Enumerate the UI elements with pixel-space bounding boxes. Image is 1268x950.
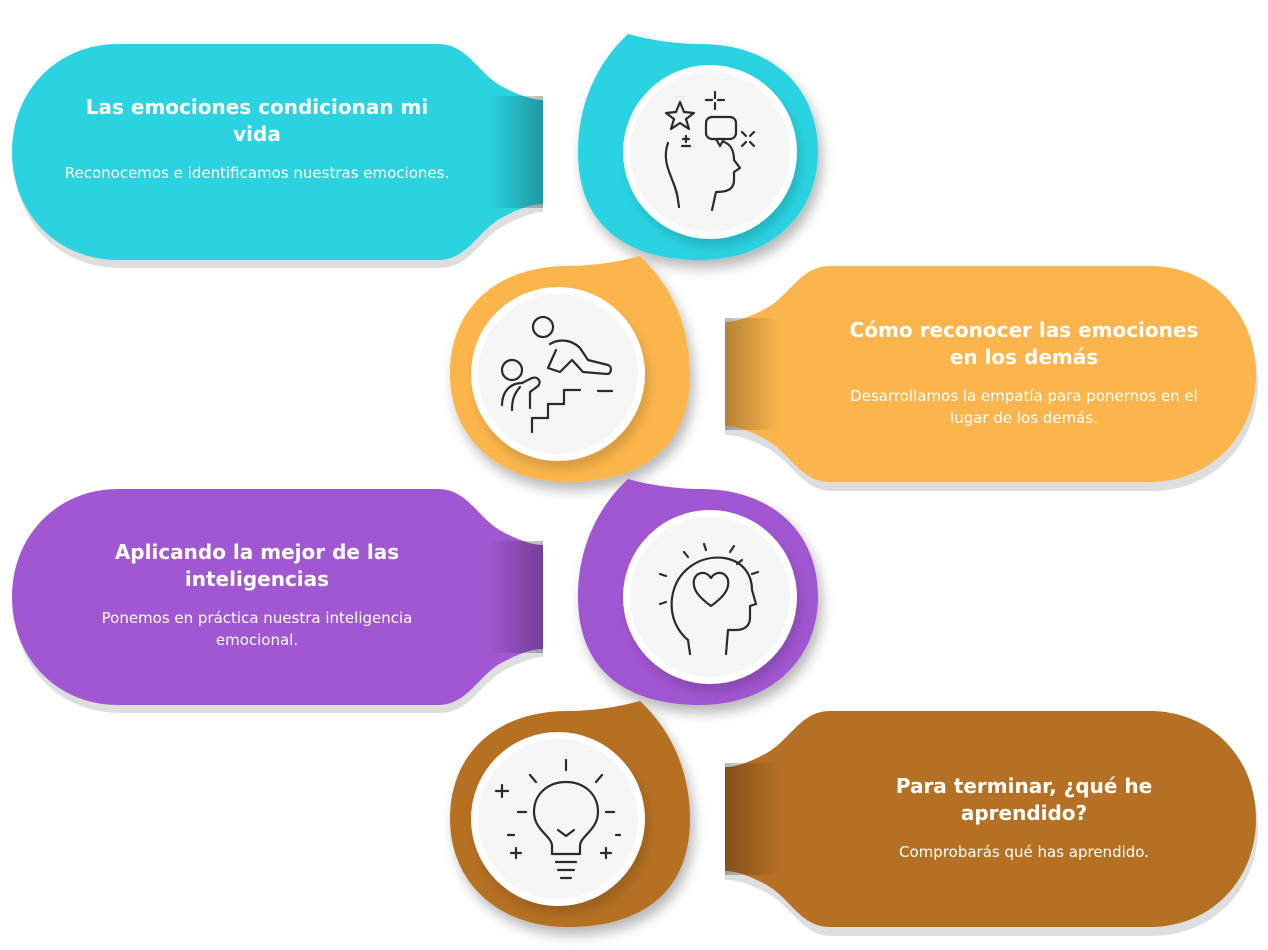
step-1-title: Las emociones condicionan mi vida <box>85 95 429 146</box>
step-4 <box>450 701 1258 936</box>
lightbulb-icon <box>494 758 622 880</box>
step-1-text: Las emociones condicionan mi vida Recono… <box>62 94 452 184</box>
head-emotions-icon <box>664 90 756 212</box>
step-1-medallion-face <box>630 72 790 232</box>
step-2-card <box>725 266 1256 482</box>
step-1-card <box>12 44 543 260</box>
step-4-card-fold <box>725 763 780 875</box>
step-2-text: Cómo reconocer las emociones en los demá… <box>844 317 1204 429</box>
step-3-card <box>12 489 543 705</box>
step-2-title: Cómo reconocer las emociones en los demá… <box>849 318 1199 369</box>
step-4-description: Comprobarás qué has aprendido. <box>899 843 1149 861</box>
head-heart-icon <box>658 542 760 656</box>
step-2 <box>450 256 1258 491</box>
step-2-medallion-face <box>478 294 638 454</box>
step-1 <box>12 34 818 268</box>
step-3-title: Aplicando la mejor de las inteligencias <box>114 540 400 591</box>
step-4-medallion-face <box>478 739 638 899</box>
step-1-card-fold <box>488 96 543 208</box>
step-4-text: Para terminar, ¿qué he aprendido? Compro… <box>854 773 1194 863</box>
step-1-description: Reconocemos e identificamos nuestras emo… <box>64 164 450 182</box>
step-4-card <box>725 711 1256 927</box>
step-3 <box>12 479 818 713</box>
step-3-text: Aplicando la mejor de las inteligencias … <box>72 539 442 651</box>
step-3-description: Ponemos en práctica nuestra inteligencia… <box>101 609 413 649</box>
step-3-medallion-face <box>630 517 790 677</box>
step-2-card-fold <box>725 318 780 430</box>
helping-climb-stairs-icon <box>500 315 614 434</box>
step-2-description: Desarrollamos la empatía para ponernos e… <box>850 387 1198 427</box>
step-4-title: Para terminar, ¿qué he aprendido? <box>895 774 1153 825</box>
step-3-card-fold <box>488 541 543 653</box>
